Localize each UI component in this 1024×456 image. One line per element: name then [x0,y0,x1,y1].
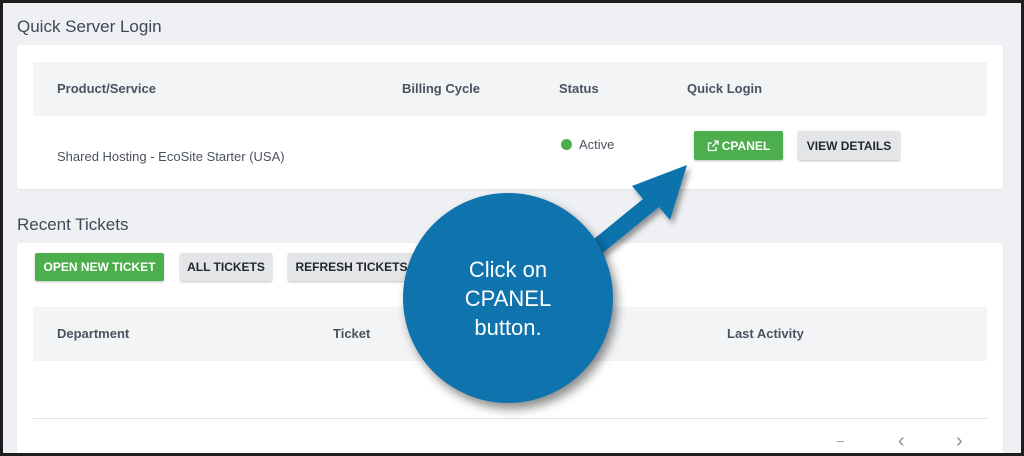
all-tickets-button[interactable]: ALL TICKETS [180,253,272,281]
external-link-icon [707,139,719,151]
product-name: Shared Hosting - EcoSite Starter (USA) [57,149,285,164]
pager-dash: – [837,433,845,448]
server-login-card: Product/Service Billing Cycle Status Qui… [17,45,1003,189]
pager-prev-button[interactable]: ‹ [898,430,905,452]
cpanel-label: CPANEL [721,138,771,153]
callout-text: Click on CPANEL button. [464,256,552,340]
header-status: Status [559,81,599,96]
header-billing: Billing Cycle [402,81,481,96]
header-ticket: Ticket [333,326,371,341]
header-last-activity: Last Activity [727,326,804,341]
table-divider [33,418,987,419]
header-product: Product/Service [57,81,156,96]
status-text: Active [579,137,615,152]
pager-next-button[interactable]: › [956,430,963,452]
server-login-table-header: Product/Service Billing Cycle Status Qui… [33,62,987,116]
header-department: Department [57,326,130,341]
server-login-title: Quick Server Login [17,17,162,36]
view-details-button[interactable]: VIEW DETAILS [798,131,900,160]
callout-bubble: Click on CPANEL button. [403,193,613,403]
refresh-tickets-button[interactable]: REFRESH TICKETS [288,253,415,281]
status-dot-icon [561,139,572,150]
header-quick-login: Quick Login [687,81,763,96]
recent-tickets-title: Recent Tickets [17,215,129,234]
open-new-ticket-button[interactable]: OPEN NEW TICKET [35,253,164,281]
cpanel-button[interactable]: CPANEL [694,131,783,160]
